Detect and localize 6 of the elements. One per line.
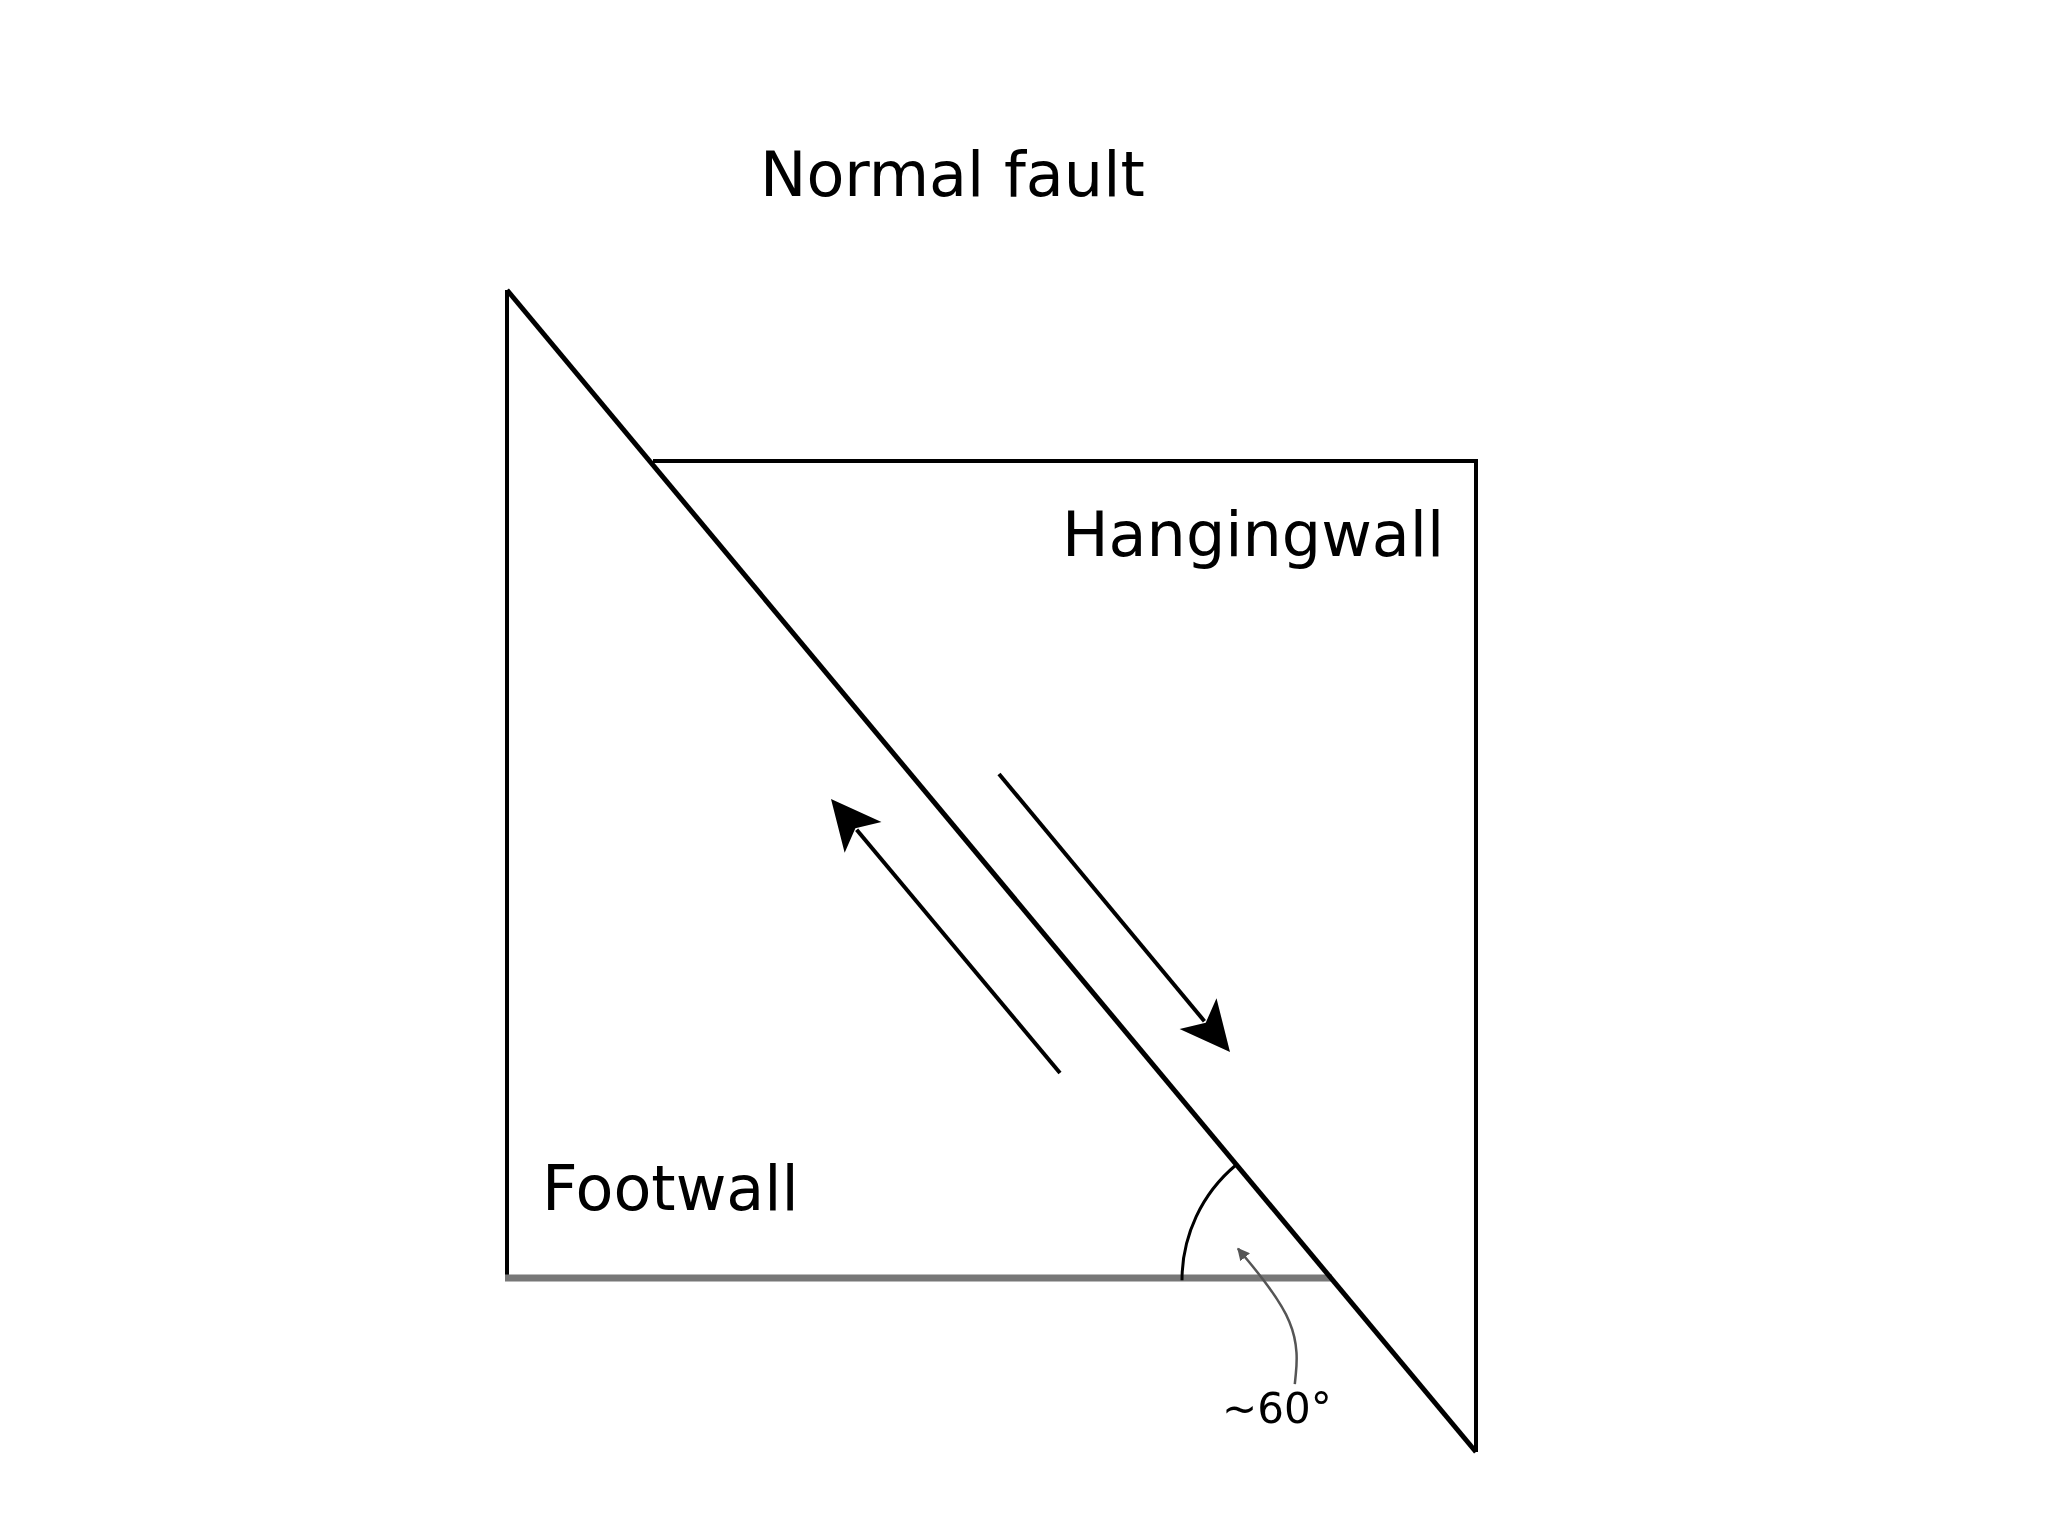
angle-arc [1180, 1162, 1238, 1282]
angle-label: ~60° [1222, 1384, 1334, 1436]
title: Normal fault [760, 138, 1145, 211]
block-label: Hangingwall [1062, 498, 1445, 571]
block-label: Footwall [542, 1152, 799, 1225]
leader-arrow [1237, 1247, 1298, 1385]
